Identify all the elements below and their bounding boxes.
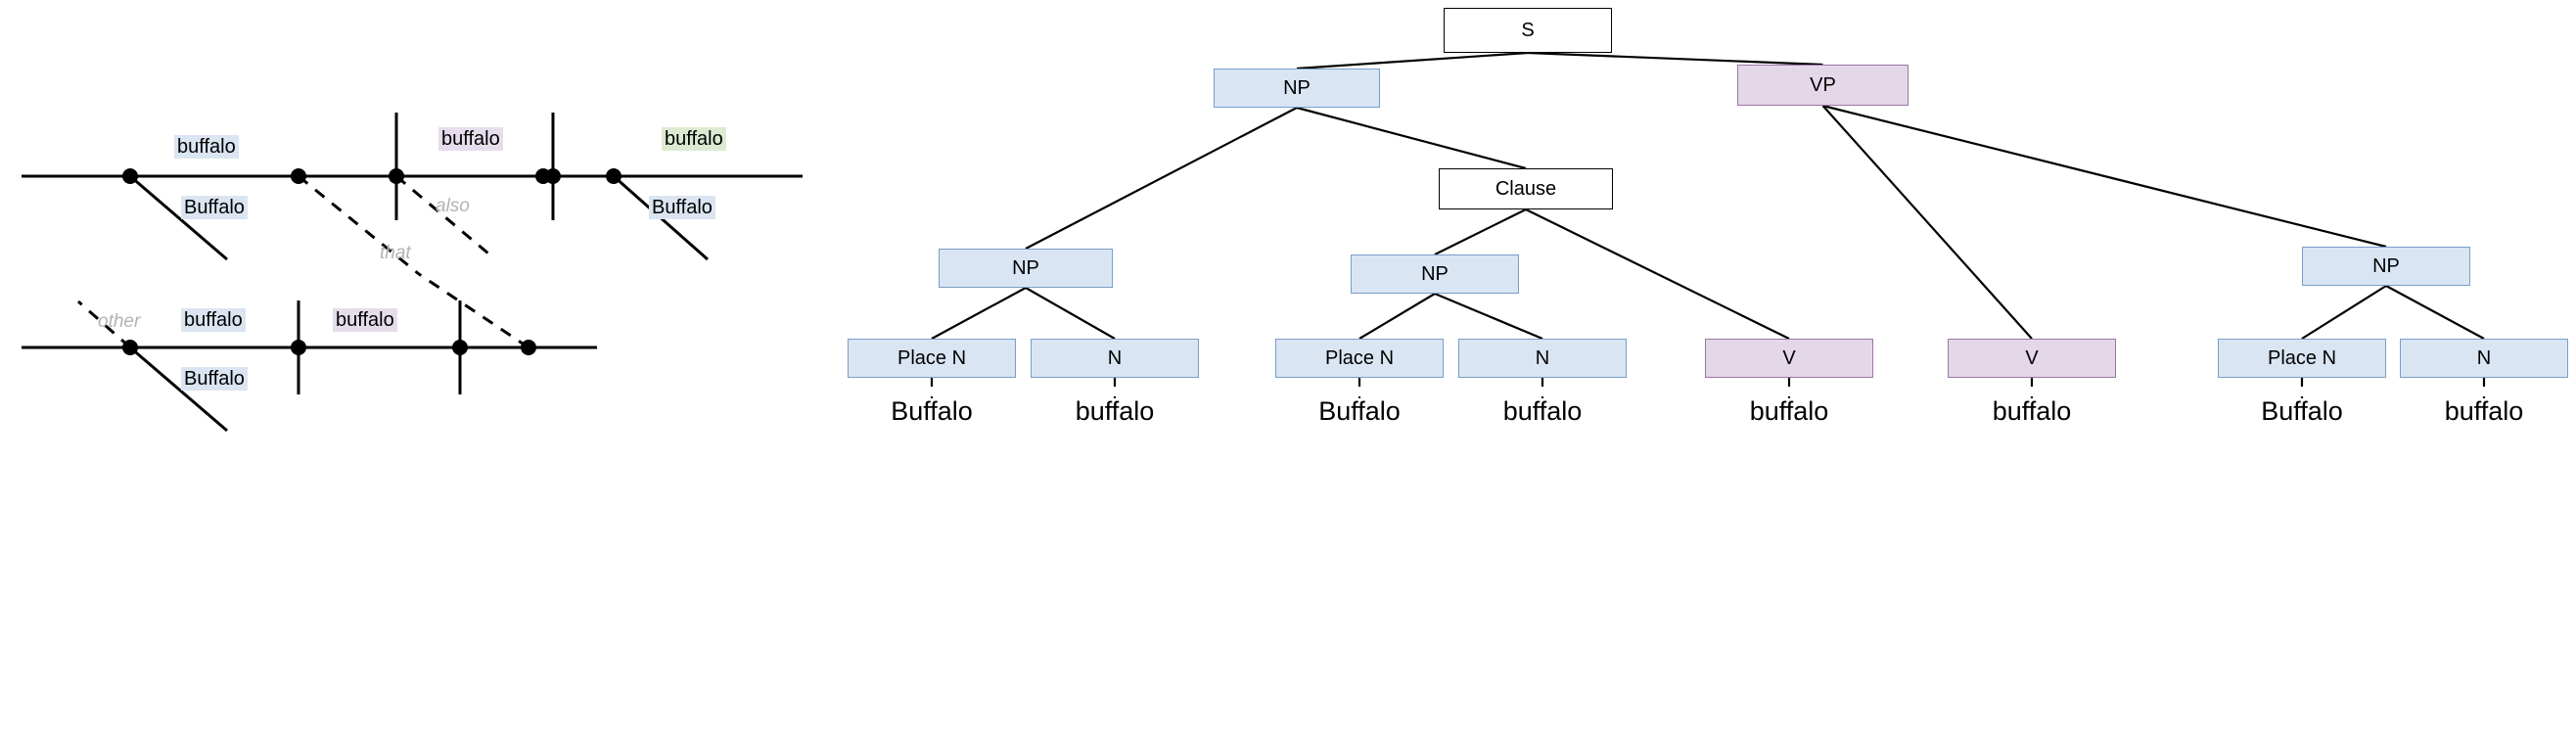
tree-node-n2: N <box>1458 339 1627 378</box>
tree-node-n1: N <box>1031 339 1199 378</box>
tree-node-label: V <box>2025 346 2039 369</box>
tree-node-np4: NP <box>2302 247 2470 286</box>
rk-word-verb-3: buffalo <box>333 308 397 332</box>
tree-node-s: S <box>1444 8 1612 53</box>
tree-node-label: VP <box>1810 73 1836 96</box>
tree-node-pn3: Place N <box>2218 339 2386 378</box>
tree-node-np1: NP <box>1214 69 1380 108</box>
tree-node-label: Place N <box>2267 346 2337 369</box>
rk-function-label-other: other <box>98 311 141 332</box>
tree-node-label: N <box>1107 346 1123 369</box>
tree-node-label: N <box>1535 346 1550 369</box>
tree-node-label: S <box>1521 19 1535 41</box>
tree-node-clause: Clause <box>1439 168 1613 209</box>
tree-node-label: N <box>2476 346 2492 369</box>
tree-node-np2: NP <box>939 249 1113 288</box>
tree-leaf-word: buffalo <box>1749 396 1829 426</box>
rk-word-verb-2: buffalo <box>438 127 503 151</box>
tree-node-label: NP <box>1283 76 1311 99</box>
tree-node-v1: V <box>1705 339 1873 378</box>
tree-leaf-word: buffalo <box>1502 396 1583 426</box>
tree-node-n3: N <box>2400 339 2568 378</box>
tree-node-label: NP <box>2372 254 2400 277</box>
rk-word-modifier-1: Buffalo <box>181 196 248 219</box>
tree-node-v2: V <box>1948 339 2116 378</box>
tree-node-pn1: Place N <box>848 339 1016 378</box>
rk-word-modifier-3: Buffalo <box>181 367 248 391</box>
tree-node-label: NP <box>1421 262 1449 285</box>
tree-node-label: Place N <box>897 346 967 369</box>
tree-node-np3: NP <box>1351 254 1519 294</box>
tree-node-pn2: Place N <box>1275 339 1444 378</box>
tree-node-label: V <box>1782 346 1796 369</box>
tree-leaf-word: buffalo <box>2444 396 2524 426</box>
tree-leaf-word: Buffalo <box>891 396 973 426</box>
tree-leaf-word: Buffalo <box>2261 396 2343 426</box>
tree-node-label: Place N <box>1324 346 1395 369</box>
rk-word-subject-1: buffalo <box>181 308 246 332</box>
rk-function-label-also: also <box>436 196 470 216</box>
tree-leaf-word: buffalo <box>1992 396 2072 426</box>
rk-word-object-1: buffalo <box>662 127 726 151</box>
tree-leaf-word: Buffalo <box>1318 396 1401 426</box>
tree-node-label: Clause <box>1495 177 1557 200</box>
rk-function-label-that: that <box>380 243 411 263</box>
rk-word-verb-1: buffalo <box>174 135 239 159</box>
tree-node-label: NP <box>1012 256 1039 279</box>
tree-leaf-word: buffalo <box>1075 396 1155 426</box>
rk-word-modifier-2: Buffalo <box>649 196 715 219</box>
tree-node-vp: VP <box>1737 65 1909 106</box>
